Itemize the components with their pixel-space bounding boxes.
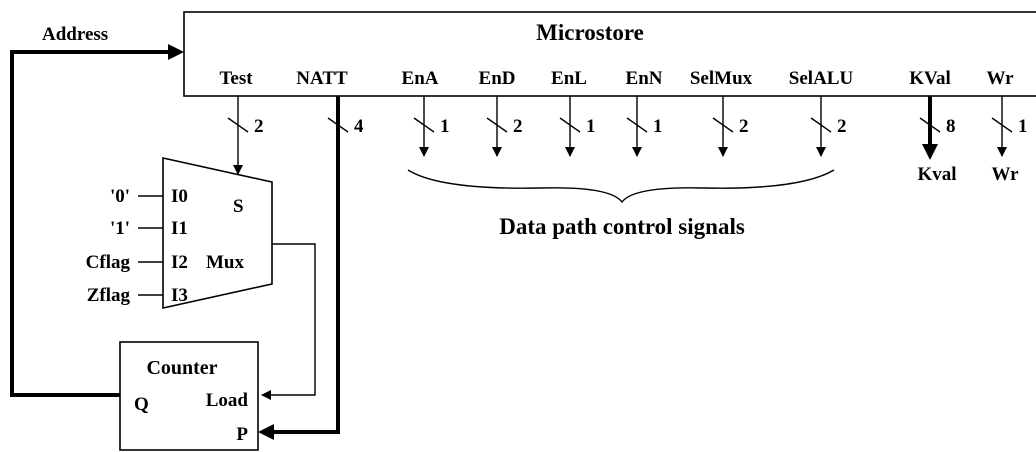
width-test: 2 — [254, 116, 264, 137]
mux-output-line — [261, 243, 316, 400]
output-label-kval: Kval — [917, 164, 956, 185]
width-selalu: 2 — [837, 116, 847, 137]
field-label-wr: Wr — [986, 68, 1014, 89]
mux-pin-i1: I1 — [171, 218, 188, 239]
slash-wr — [991, 117, 1013, 133]
width-selmux: 2 — [739, 116, 749, 137]
width-wr: 1 — [1018, 116, 1028, 137]
width-end: 2 — [513, 116, 523, 137]
mux-shape — [162, 157, 273, 309]
slash-enl — [559, 117, 581, 133]
width-natt: 4 — [354, 116, 364, 137]
field-label-selalu: SelALU — [789, 68, 854, 89]
natt-arrowhead — [258, 424, 274, 440]
mux-pin-i3: I3 — [171, 285, 188, 306]
slash-ena — [413, 117, 435, 133]
mux-input-signal-1: '1' — [110, 218, 130, 239]
counter-p-label: P — [236, 424, 248, 445]
microstore-title: Microstore — [536, 20, 644, 45]
datapath-brace — [407, 169, 835, 204]
field-label-test: Test — [219, 68, 253, 89]
slash-test — [227, 117, 249, 133]
microstore-field-labels: Test NATT EnA EnD EnL EnN SelMux SelALU … — [219, 68, 1014, 89]
mux-input-signal-3: Zflag — [87, 285, 131, 306]
width-enn: 1 — [653, 116, 663, 137]
field-label-kval: KVal — [909, 68, 951, 89]
microstore-box — [183, 11, 1036, 97]
slash-selalu — [810, 117, 832, 133]
slash-natt — [327, 117, 349, 133]
counter-box — [119, 341, 259, 451]
arrowhead-kval — [922, 144, 938, 160]
field-label-end: EnD — [479, 68, 516, 89]
address-arrowhead — [168, 44, 184, 60]
mux-pin-i2: I2 — [171, 252, 188, 273]
width-kval: 8 — [946, 116, 956, 137]
mux-pin-i0: I0 — [171, 186, 188, 207]
mux-input-signal-2: Cflag — [86, 252, 131, 273]
slash-selmux — [712, 117, 734, 133]
natt-bus-line — [272, 96, 340, 434]
width-ena: 1 — [440, 116, 450, 137]
slash-kval — [919, 117, 941, 133]
slash-end — [486, 117, 508, 133]
address-line — [10, 50, 170, 397]
field-label-enn: EnN — [626, 68, 663, 89]
field-label-ena: EnA — [402, 68, 439, 89]
datapath-signal-arrows: 1 2 1 1 2 2 8 Kval 1 Wr — [413, 96, 1028, 185]
field-label-natt: NATT — [296, 68, 348, 89]
mux-input-signals: '0' '1' Cflag Zflag — [86, 186, 163, 306]
slash-enn — [626, 117, 648, 133]
mux-select-label: S — [233, 196, 244, 217]
output-label-wr: Wr — [991, 164, 1019, 185]
counter-title: Counter — [146, 357, 217, 379]
width-enl: 1 — [586, 116, 596, 137]
field-label-selmux: SelMux — [690, 68, 753, 89]
mux-input-signal-0: '0' — [110, 186, 130, 207]
counter-q-label: Q — [134, 394, 149, 415]
mux-label: Mux — [206, 252, 245, 273]
datapath-brace-label: Data path control signals — [499, 214, 745, 239]
counter-load-label: Load — [206, 390, 249, 411]
address-label: Address — [42, 24, 108, 45]
field-label-enl: EnL — [551, 68, 587, 89]
